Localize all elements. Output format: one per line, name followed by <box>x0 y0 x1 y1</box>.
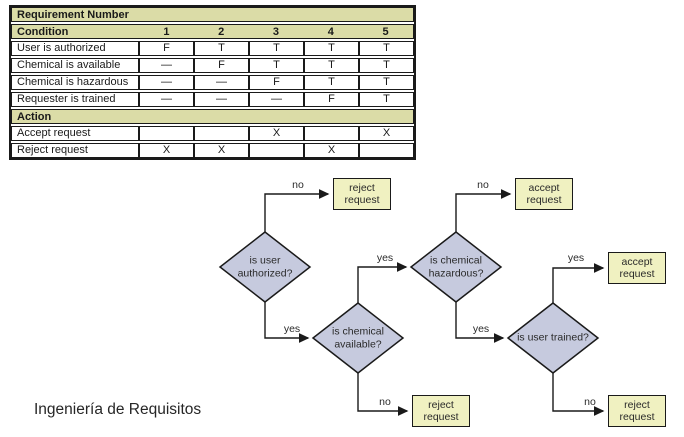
condition-value: T <box>304 75 359 90</box>
action-value <box>359 143 414 158</box>
decision-table: Requirement Number Condition 1 2 3 4 5 U… <box>9 5 416 160</box>
action-value: X <box>194 143 249 158</box>
condition-value: — <box>194 75 249 90</box>
action-section-label: Action <box>17 110 52 123</box>
column-header: 2 <box>218 25 225 38</box>
decision-label-hazardous: is chemical hazardous? <box>428 254 484 279</box>
edge-label-no: no <box>379 396 391 408</box>
column-header: 1 <box>163 25 170 38</box>
condition-value: F <box>194 58 249 73</box>
condition-value: — <box>249 92 304 107</box>
condition-header-row: Condition 1 2 3 4 5 <box>11 24 414 39</box>
action-label: Accept request <box>11 126 139 141</box>
footer-title: Ingeniería de Requisitos <box>34 401 202 418</box>
edge-trained-yes <box>552 263 605 303</box>
condition-row: User is authorized F T T T T <box>11 41 414 56</box>
condition-value: T <box>359 75 414 90</box>
condition-row: Chemical is available — F T T T <box>11 58 414 73</box>
action-value <box>304 126 359 141</box>
edge-authorized-no <box>264 189 330 232</box>
condition-value: — <box>139 75 194 90</box>
condition-value: T <box>249 41 304 56</box>
terminal-reject-request: reject request <box>608 395 666 427</box>
terminal-reject-request: reject request <box>412 395 470 427</box>
condition-value: T <box>359 92 414 107</box>
decision-label-trained: is user trained? <box>517 331 589 344</box>
condition-value: F <box>249 75 304 90</box>
table-title: Requirement Number <box>17 8 129 21</box>
action-row: Accept request X X <box>11 126 414 141</box>
edge-label-yes: yes <box>283 323 301 335</box>
edge-label-yes: yes <box>376 252 394 264</box>
condition-label: Requester is trained <box>11 92 139 107</box>
action-value: X <box>139 143 194 158</box>
edge-available-yes <box>357 262 408 303</box>
edge-label-yes: yes <box>567 252 585 264</box>
table-title-row: Requirement Number <box>11 7 414 22</box>
action-header-row: Action <box>11 109 414 124</box>
column-header: 4 <box>327 25 334 38</box>
column-header: 5 <box>382 25 389 38</box>
action-label: Reject request <box>11 143 139 158</box>
action-value: X <box>249 126 304 141</box>
terminal-accept-request: accept request <box>515 178 573 210</box>
column-header: 3 <box>272 25 280 38</box>
condition-row: Requester is trained — — — F T <box>11 92 414 107</box>
condition-value: T <box>359 41 414 56</box>
terminal-accept-request: accept request <box>608 252 666 284</box>
decision-label-authorized: is user authorized? <box>237 254 293 279</box>
terminal-reject-request: reject request <box>333 178 391 210</box>
action-value <box>139 126 194 141</box>
edge-label-no: no <box>477 179 489 191</box>
condition-value: T <box>249 58 304 73</box>
action-value: X <box>359 126 414 141</box>
condition-value: F <box>139 41 194 56</box>
edge-label-no: no <box>584 396 596 408</box>
condition-row: Chemical is hazardous — — F T T <box>11 75 414 90</box>
condition-label: Chemical is hazardous <box>11 75 139 90</box>
condition-value: F <box>304 92 359 107</box>
edge-hazardous-no <box>455 189 512 232</box>
edge-label-yes: yes <box>472 323 490 335</box>
condition-value: — <box>194 92 249 107</box>
condition-value: T <box>194 41 249 56</box>
condition-value: — <box>139 92 194 107</box>
decision-label-available: is chemical available? <box>332 325 384 350</box>
condition-label: Chemical is available <box>11 58 139 73</box>
condition-value: T <box>359 58 414 73</box>
condition-value: — <box>139 58 194 73</box>
action-value: X <box>304 143 359 158</box>
condition-value: T <box>304 41 359 56</box>
action-row: Reject request X X X <box>11 143 414 158</box>
condition-section-label: Condition <box>17 25 69 38</box>
action-value <box>249 143 304 158</box>
condition-label: User is authorized <box>11 41 139 56</box>
action-value <box>194 126 249 141</box>
edge-label-no: no <box>292 179 304 191</box>
condition-value: T <box>304 58 359 73</box>
